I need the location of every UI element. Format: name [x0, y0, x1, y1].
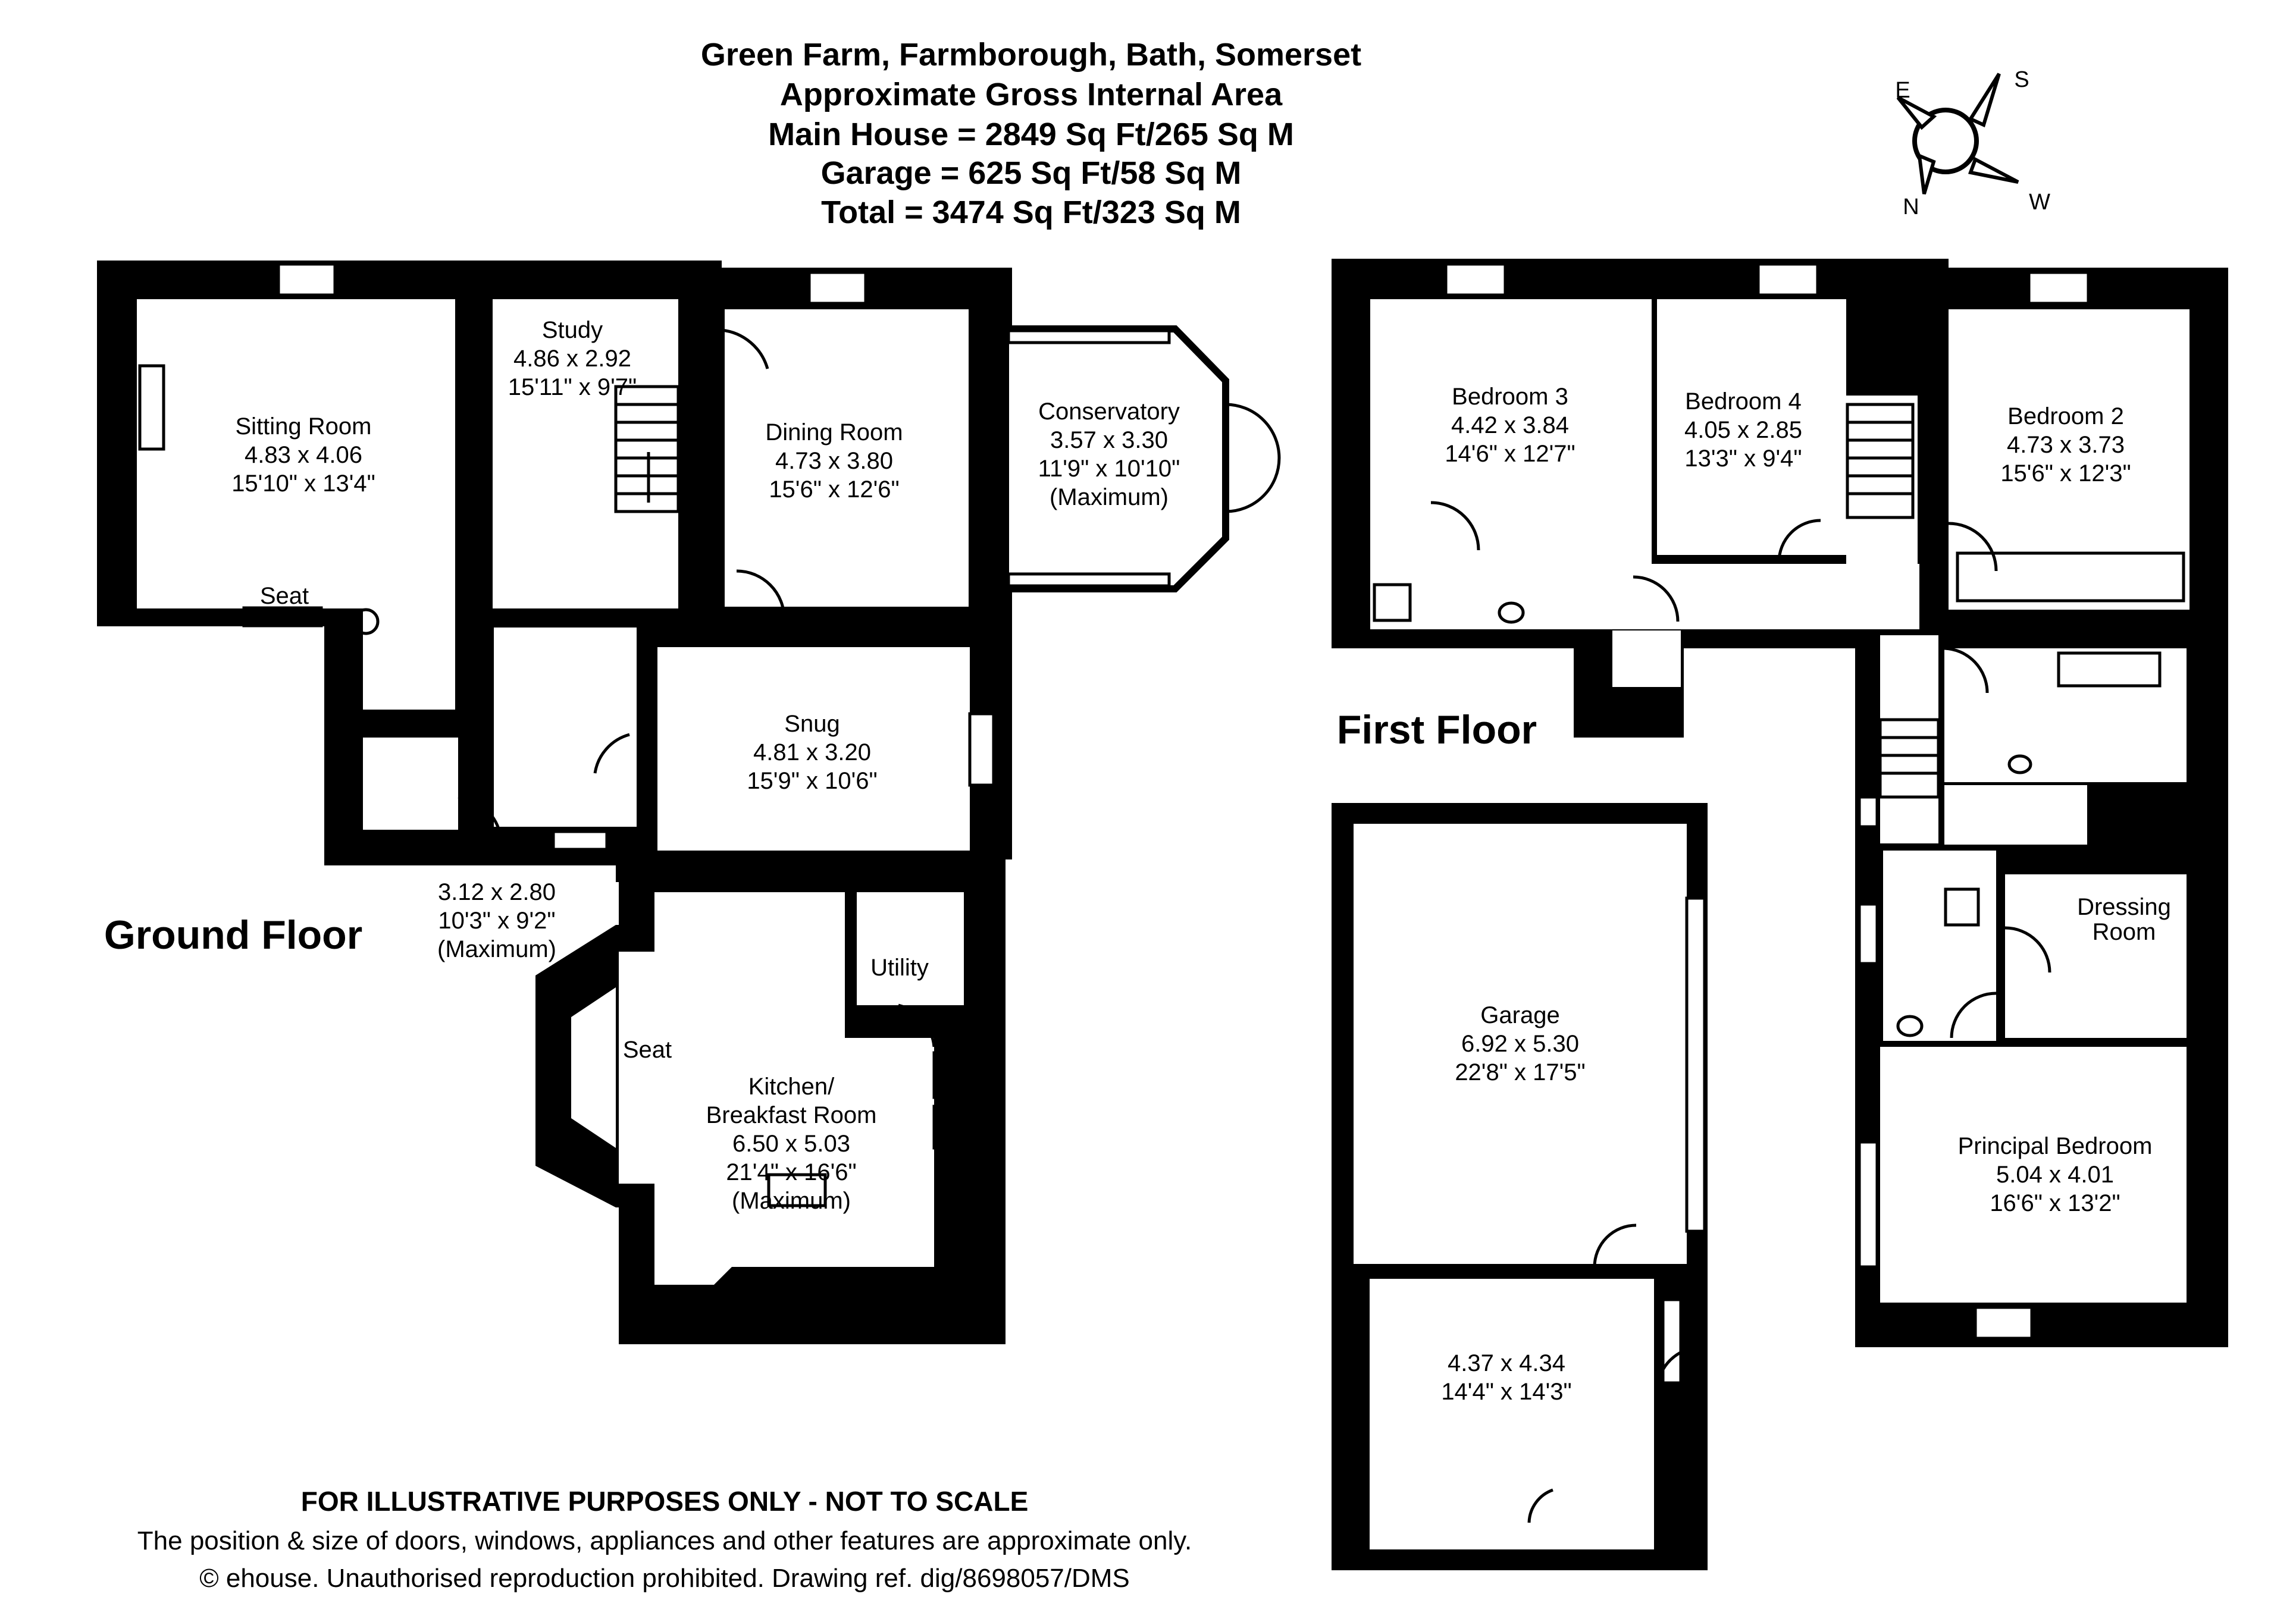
- study-name: Study: [542, 317, 603, 343]
- kitchen-imperial: 21'4" x 16'6": [726, 1159, 856, 1185]
- hall-imperial: 10'3" x 9'2": [438, 908, 555, 934]
- snug: [657, 647, 970, 851]
- principal-bedroom: [1880, 1047, 2187, 1303]
- sitting-room-metric: 4.83 x 4.06: [245, 442, 362, 468]
- garage-imperial: 22'8" x 17'5": [1455, 1059, 1585, 1085]
- cloakroom: [363, 738, 458, 830]
- first-floor-stairs: [1846, 403, 1940, 799]
- garage-store: [1370, 1279, 1654, 1549]
- bedroom-2-metric: 4.73 x 3.73: [2007, 432, 2125, 458]
- garage-store-metric: 4.37 x 4.34: [1448, 1350, 1565, 1376]
- header-subtitle: Approximate Gross Internal Area: [780, 77, 1283, 112]
- dressing-room-name-line2: Room: [2093, 919, 2156, 945]
- garage: [1354, 824, 1687, 1264]
- header: Green Farm, Farmborough, Bath, Somerset …: [701, 37, 1361, 230]
- bedroom-4-name: Bedroom 4: [1685, 388, 1802, 415]
- bedroom-4-metric: 4.05 x 2.85: [1684, 417, 1802, 443]
- en-suite: [1883, 851, 1996, 1041]
- stair-landing: [1880, 635, 1938, 843]
- study-imperial: 15'11" x 9'7": [508, 374, 637, 400]
- bedroom-2: [1949, 309, 2189, 610]
- ground-floor-plan: Sitting Room 4.83 x 4.06 15'10" x 13'4" …: [97, 261, 1281, 1344]
- sitting-room: [137, 299, 455, 608]
- sitting-room-imperial: 15'10" x 13'4": [231, 470, 375, 497]
- disclaimer-heading: FOR ILLUSTRATIVE PURPOSES ONLY - NOT TO …: [301, 1486, 1029, 1517]
- kitchen-breakfast-room: [654, 892, 934, 1285]
- conservatory-metric: 3.57 x 3.30: [1050, 427, 1168, 453]
- dressing-room-name-line1: Dressing: [2077, 894, 2171, 920]
- bedroom-3-name: Bedroom 3: [1452, 384, 1568, 410]
- conservatory-note: (Maximum): [1050, 484, 1169, 510]
- compass-east-label: E: [1895, 78, 1910, 103]
- disclaimer-text: The position & size of doors, windows, a…: [137, 1526, 1192, 1555]
- conservatory-name: Conservatory: [1038, 399, 1180, 425]
- dining-room-name: Dining Room: [765, 419, 903, 445]
- bathroom: [1944, 648, 2187, 782]
- first-floor-plan: Bedroom 3 4.42 x 3.84 14'6" x 12'7" Bedr…: [1332, 259, 2228, 1347]
- study-stairs: [614, 385, 680, 513]
- compass-north-label: N: [1903, 194, 1919, 219]
- compass-west-label: W: [2029, 190, 2050, 215]
- compass-south-label: S: [2014, 67, 2029, 92]
- copyright-text: © ehouse. Unauthorised reproduction proh…: [199, 1564, 1130, 1593]
- kitchen-name-line2: Breakfast Room: [706, 1102, 877, 1128]
- sitting-room-seat-label: Seat: [260, 583, 309, 609]
- hall-note: (Maximum): [437, 936, 556, 962]
- bedroom-4: [1657, 299, 1846, 555]
- first-floor-title: First Floor: [1337, 707, 1537, 752]
- garage-plan: Garage 6.92 x 5.30 22'8" x 17'5" 4.37 x …: [1332, 803, 1708, 1570]
- header-title: Green Farm, Farmborough, Bath, Somerset: [701, 37, 1361, 73]
- principal-bedroom-imperial: 16'6" x 13'2": [1990, 1190, 2120, 1216]
- garage-store-imperial: 14'4" x 14'3": [1441, 1379, 1571, 1405]
- dining-room: [725, 309, 969, 607]
- dressing-room: [2005, 874, 2187, 1038]
- garage-metric: 6.92 x 5.30: [1461, 1031, 1579, 1057]
- header-garage-area: Garage = 625 Sq Ft/58 Sq M: [821, 155, 1242, 191]
- bedroom-3-imperial: 14'6" x 12'7": [1445, 441, 1575, 467]
- hall: [494, 628, 637, 827]
- principal-bedroom-name: Principal Bedroom: [1958, 1133, 2153, 1159]
- dining-room-metric: 4.73 x 3.80: [775, 448, 893, 474]
- kitchen-metric: 6.50 x 5.03: [732, 1131, 850, 1157]
- kitchen-note: (Maximum): [732, 1188, 851, 1214]
- header-total-area: Total = 3474 Sq Ft/323 Sq M: [821, 194, 1241, 230]
- kitchen-name-line1: Kitchen/: [748, 1074, 835, 1100]
- utility-name: Utility: [870, 955, 929, 981]
- snug-name: Snug: [784, 711, 840, 737]
- bedroom-2-name: Bedroom 2: [2007, 403, 2124, 429]
- bedroom-3: [1370, 299, 1652, 629]
- study-metric: 4.86 x 2.92: [513, 346, 631, 372]
- hall-metric: 3.12 x 2.80: [438, 879, 556, 905]
- garage-name: Garage: [1480, 1002, 1559, 1028]
- principal-bedroom-metric: 5.04 x 4.01: [1996, 1162, 2114, 1188]
- kitchen-seat-label: Seat: [623, 1037, 672, 1063]
- snug-metric: 4.81 x 3.20: [753, 739, 871, 765]
- snug-imperial: 15'9" x 10'6": [747, 768, 877, 794]
- conservatory-imperial: 11'9" x 10'10": [1038, 456, 1180, 482]
- footer: FOR ILLUSTRATIVE PURPOSES ONLY - NOT TO …: [137, 1486, 1192, 1593]
- sitting-room-name: Sitting Room: [236, 413, 372, 440]
- utility: [857, 892, 964, 1005]
- dining-room-imperial: 15'6" x 12'6": [769, 476, 899, 503]
- header-main-house-area: Main House = 2849 Sq Ft/265 Sq M: [768, 117, 1294, 152]
- compass-icon: E S N W: [1895, 67, 2050, 219]
- bedroom-2-imperial: 15'6" x 12'3": [2000, 460, 2131, 487]
- bedroom-3-metric: 4.42 x 3.84: [1451, 412, 1569, 438]
- ground-floor-title: Ground Floor: [104, 912, 362, 958]
- bedroom-4-imperial: 13'3" x 9'4": [1684, 445, 1802, 472]
